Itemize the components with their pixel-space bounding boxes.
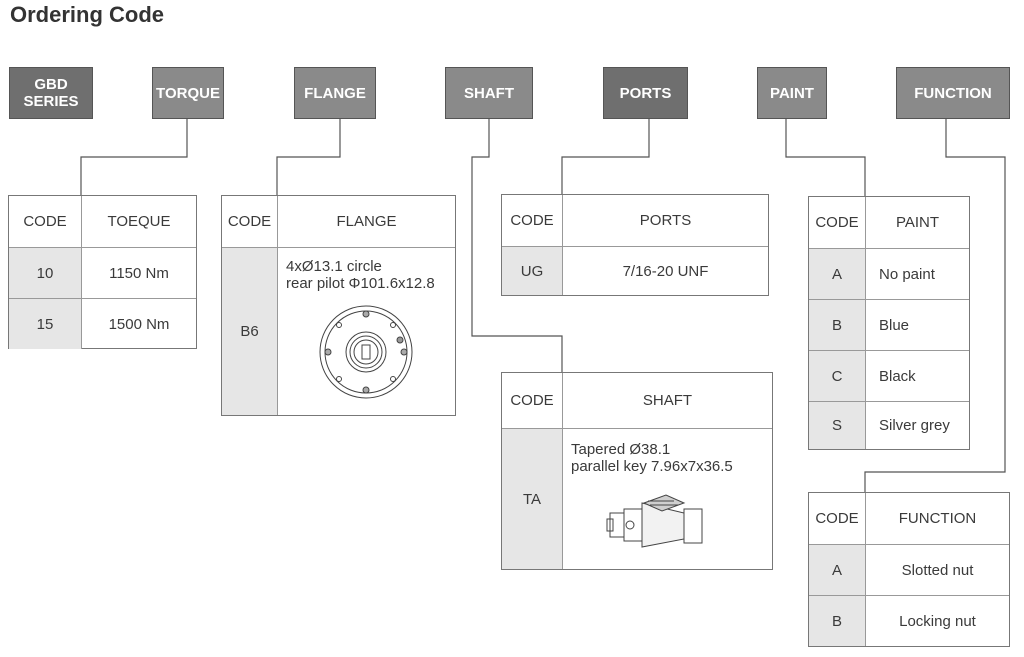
code-header: CODE xyxy=(502,195,563,246)
function-table: CODE FUNCTION A Slotted nut B Locking nu… xyxy=(808,492,1010,647)
shaft-desc-line2: parallel key 7.96x7x36.5 xyxy=(571,458,733,475)
code-header: CODE xyxy=(222,196,278,247)
flange-drawing xyxy=(319,305,413,399)
torque-code: 10 xyxy=(9,248,82,298)
table-row: B Locking nut xyxy=(809,595,1009,646)
header-torque-label: TORQUE xyxy=(156,84,220,102)
header-series: GBD SERIES xyxy=(9,67,93,119)
function-value: Locking nut xyxy=(899,612,976,630)
function-code: B xyxy=(809,596,866,646)
function-value: Slotted nut xyxy=(901,561,974,579)
paint-value: Black xyxy=(879,367,916,385)
function-code: A xyxy=(809,545,866,595)
table-row: C Black xyxy=(809,350,969,401)
flange-heading: FLANGE xyxy=(278,196,455,247)
paint-value: Silver grey xyxy=(879,417,950,434)
header-torque: TORQUE xyxy=(152,67,224,119)
function-heading: FUNCTION xyxy=(866,493,1009,544)
table-row: A No paint xyxy=(809,248,969,299)
header-ports: PORTS xyxy=(603,67,688,119)
code-header: CODE xyxy=(809,197,866,248)
paint-table: CODE PAINT A No paint B Blue C Black S S… xyxy=(808,196,970,450)
torque-heading: TOEQUE xyxy=(82,196,196,247)
flange-desc-line2: rear pilot Φ101.6x12.8 xyxy=(286,275,435,292)
shaft-heading: SHAFT xyxy=(563,373,772,428)
flange-table: CODE FLANGE B6 4xØ13.1 circle rear pilot… xyxy=(221,195,456,416)
table-row: TA Tapered Ø38.1 parallel key 7.96x7x36.… xyxy=(502,428,772,569)
table-row: A Slotted nut xyxy=(809,544,1009,595)
flange-desc-line1: 4xØ13.1 circle xyxy=(286,258,382,275)
paint-heading: PAINT xyxy=(866,197,969,248)
table-row: UG 7/16-20 UNF xyxy=(502,246,768,295)
ports-table: CODE PORTS UG 7/16-20 UNF xyxy=(501,194,769,296)
paint-value: No paint xyxy=(879,265,935,283)
torque-value: 1150 Nm xyxy=(109,264,169,282)
paint-code: A xyxy=(809,249,866,299)
page-title: Ordering Code xyxy=(10,2,165,27)
connector-flange xyxy=(276,119,341,195)
code-header: CODE xyxy=(502,373,563,428)
ports-heading: PORTS xyxy=(563,195,768,246)
ports-value: 7/16-20 UNF xyxy=(622,262,709,280)
table-row: 10 1150 Nm xyxy=(9,247,196,298)
flange-code: B6 xyxy=(222,248,278,415)
torque-code: 15 xyxy=(9,299,82,349)
table-row: 15 1500 Nm xyxy=(9,298,196,349)
connector-shaft xyxy=(471,119,563,372)
shaft-desc-line1: Tapered Ø38.1 xyxy=(571,441,671,458)
shaft-table: CODE SHAFT TA Tapered Ø38.1 parallel key… xyxy=(501,372,773,570)
table-row: S Silver grey xyxy=(809,401,969,449)
paint-code: B xyxy=(809,300,866,350)
paint-code: C xyxy=(809,351,866,401)
header-flange-label: FLANGE xyxy=(304,84,366,102)
connector-function xyxy=(864,119,1006,492)
torque-value: 1500 Nm xyxy=(108,315,170,333)
header-paint-label: PAINT xyxy=(770,84,814,102)
paint-code: S xyxy=(809,402,866,449)
table-row: B Blue xyxy=(809,299,969,350)
header-function: FUNCTION xyxy=(896,67,1010,119)
header-shaft-label: SHAFT xyxy=(464,84,514,102)
header-paint: PAINT xyxy=(757,67,827,119)
paint-value: Blue xyxy=(879,316,910,334)
torque-table: CODE TOEQUE 10 1150 Nm 15 1500 Nm xyxy=(8,195,197,349)
table-row: B6 4xØ13.1 circle rear pilot Φ101.6x12.8 xyxy=(222,247,455,415)
header-function-label: FUNCTION xyxy=(914,84,992,102)
connector-paint xyxy=(785,119,866,196)
shaft-code: TA xyxy=(502,429,563,569)
header-series-label: GBD SERIES xyxy=(23,76,79,110)
header-ports-label: PORTS xyxy=(619,84,672,102)
header-flange: FLANGE xyxy=(294,67,376,119)
code-header: CODE xyxy=(809,493,866,544)
connector-torque xyxy=(80,119,188,195)
code-header: CODE xyxy=(9,196,82,247)
header-shaft: SHAFT xyxy=(445,67,533,119)
connector-ports xyxy=(561,119,650,194)
ports-code: UG xyxy=(502,247,563,295)
shaft-drawing xyxy=(606,494,703,548)
